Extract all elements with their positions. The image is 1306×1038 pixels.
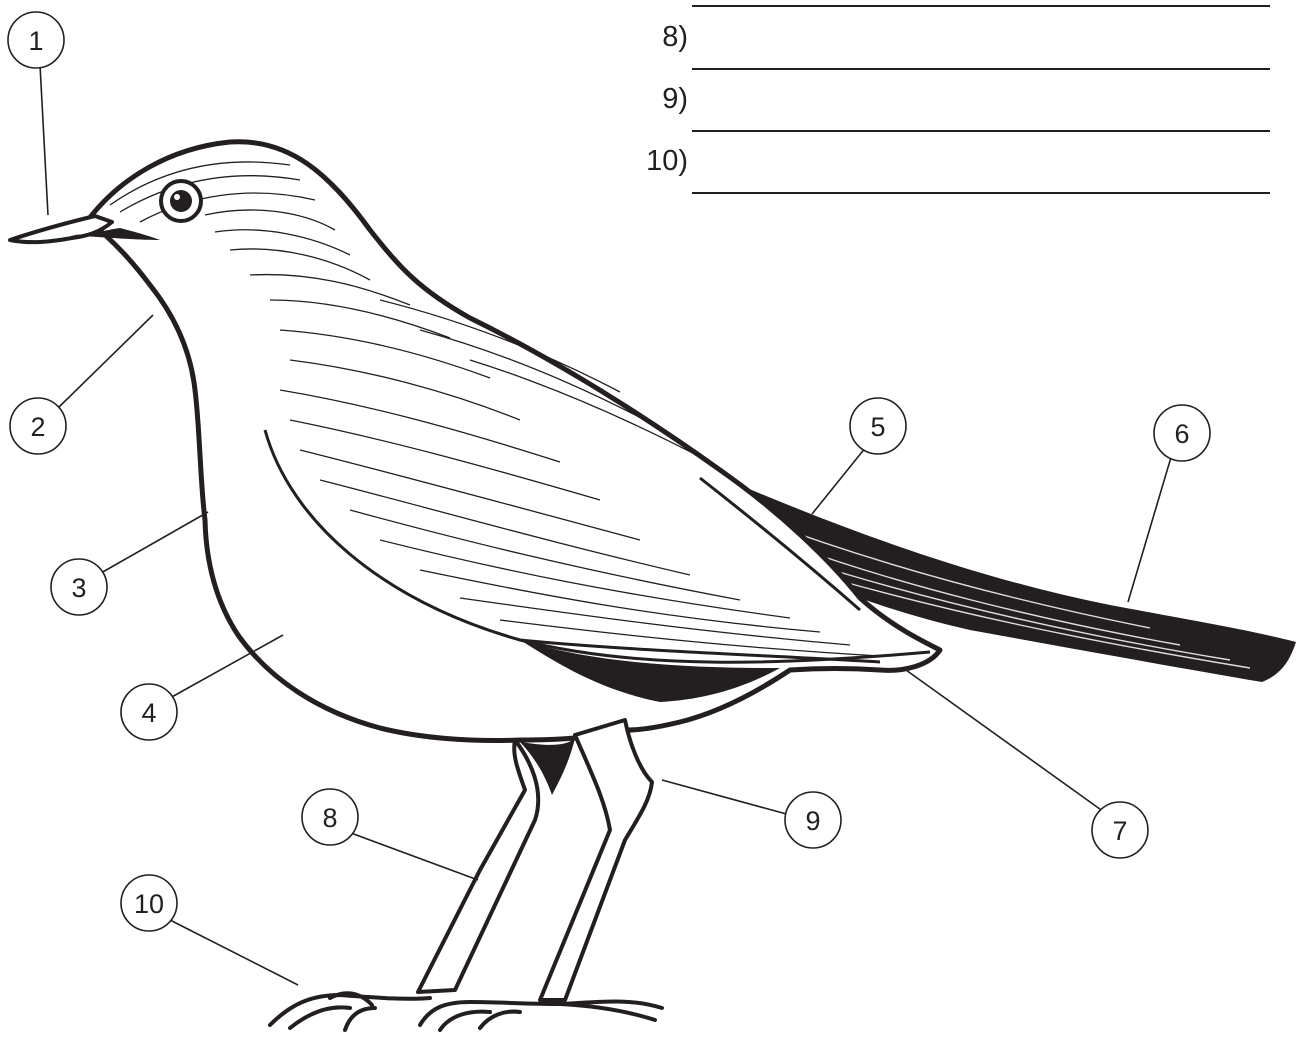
callout-8: 8 — [301, 788, 359, 846]
leader-line-7 — [905, 669, 1105, 813]
callout-10: 10 — [120, 874, 178, 932]
answer-row-10: 10) — [620, 132, 1270, 194]
back-leg — [416, 738, 541, 994]
leader-line-6 — [1127, 453, 1173, 603]
answer-blank-line[interactable] — [692, 192, 1270, 194]
front-leg — [538, 718, 654, 1002]
callouts: 1 2 3 4 5 6 7 — [7, 11, 1211, 932]
leader-line-4 — [169, 634, 284, 699]
plumage-hatching — [109, 161, 881, 657]
tail-feather-strokes — [759, 519, 1251, 669]
answer-top-rule — [692, 5, 1270, 7]
callout-2: 2 — [9, 397, 67, 455]
leader-line-1 — [39, 64, 49, 216]
callout-number: 6 — [1174, 419, 1189, 449]
callout-3: 3 — [50, 558, 108, 616]
callout-number: 2 — [30, 412, 45, 442]
beak-lower-shade — [70, 228, 160, 240]
callout-1: 1 — [7, 11, 65, 69]
callout-number: 7 — [1112, 816, 1127, 846]
leg-shadow — [520, 738, 575, 795]
leader-lines — [39, 64, 1173, 986]
callout-number: 8 — [322, 803, 337, 833]
callout-5: 5 — [849, 397, 907, 455]
answer-number: 9) — [662, 83, 688, 115]
leader-line-8 — [350, 832, 479, 881]
leader-line-10 — [169, 919, 299, 986]
tail — [700, 468, 1296, 682]
callout-number: 9 — [805, 806, 820, 836]
bird-body-outline — [85, 139, 943, 743]
callout-number: 4 — [141, 698, 156, 728]
answer-blank-line[interactable] — [692, 68, 1270, 70]
leader-line-2 — [58, 314, 154, 408]
callout-7: 7 — [1091, 801, 1149, 859]
eye-pupil — [170, 190, 192, 212]
callout-number: 1 — [28, 26, 43, 56]
callout-number: 10 — [134, 889, 164, 919]
legs — [416, 718, 654, 1002]
callout-4: 4 — [120, 683, 178, 741]
answer-number: 10) — [646, 145, 688, 177]
wing-edge — [263, 429, 931, 664]
answer-number: 8) — [662, 21, 688, 53]
wing-shadow — [520, 640, 780, 702]
callout-6: 6 — [1153, 404, 1211, 462]
feet — [268, 991, 664, 1032]
leader-line-9 — [661, 779, 791, 816]
leader-line-5 — [811, 446, 867, 515]
eye-highlight — [174, 194, 180, 200]
answer-row-8: 8) — [620, 8, 1270, 70]
answer-blank-line[interactable] — [692, 130, 1270, 132]
answer-row-9: 9) — [620, 70, 1270, 132]
callout-number: 3 — [71, 573, 86, 603]
callout-number: 5 — [870, 412, 885, 442]
callout-9: 9 — [784, 791, 842, 849]
beak — [8, 214, 114, 245]
leader-line-3 — [100, 511, 209, 574]
